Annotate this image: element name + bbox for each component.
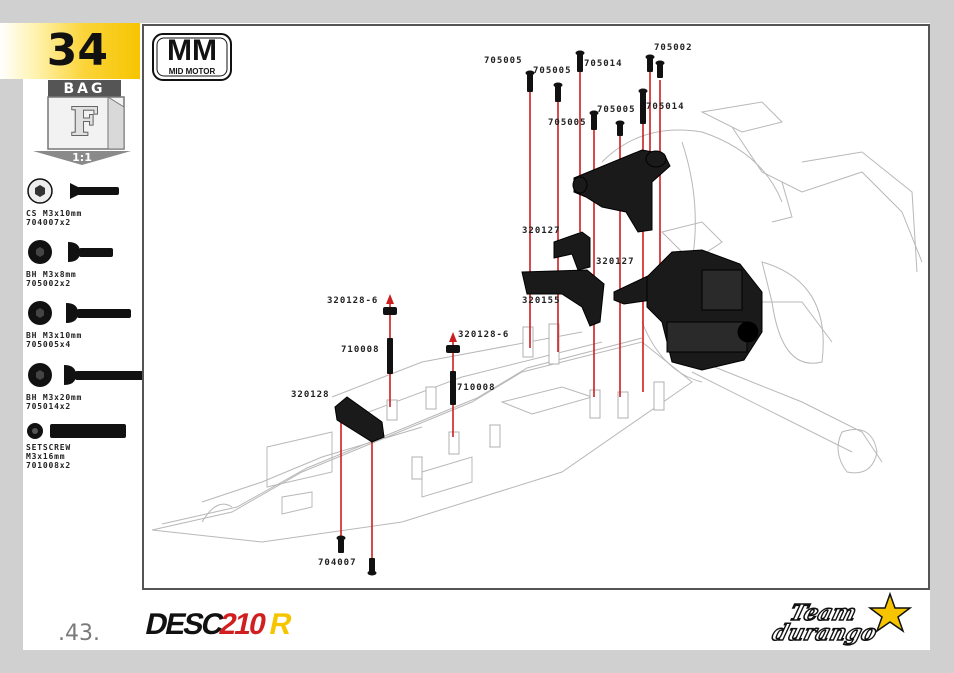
button-head-screw-icon [28,240,113,264]
scale-label: 1:1 [72,151,92,164]
setscrews-and-nuts [383,307,460,405]
callout-label: 320127 [522,226,561,236]
button-head-screw-icon [28,301,131,325]
callout-label: 704007 [318,558,357,568]
svg-text:durango: durango [770,620,880,646]
callout-label: 320155 [522,296,561,306]
callout-label: 320128 [291,390,330,400]
badge-subtitle: MID MOTOR [168,67,216,76]
part-code: 705005x4 [26,340,71,349]
part-code: 701008x2 [26,461,71,470]
callout-label: 705005 [548,118,587,128]
part-code: 705002x2 [26,279,71,288]
chassis-linework [151,101,923,543]
callout-label: 705005 [533,66,572,76]
callout-label: 710008 [457,383,496,393]
part-item: BH M3x8mm 705002x2 [26,238,121,288]
svg-text:Team: Team [787,600,859,626]
team-durango-logo: Team durango [769,591,913,647]
part-item: SETSCREW M3x16mm 701008x2 [26,421,131,470]
part-name: BH M3x10mm [26,331,83,340]
assembly-diagram-frame [142,24,930,590]
part-code: 705014x2 [26,402,71,411]
callout-label: 705002 [654,43,693,53]
bag-letter: F [70,99,98,144]
callout-label: 705014 [646,102,685,112]
plastic-parts [334,149,763,443]
callout-label: 705005 [597,105,636,115]
bag-label: BAG [48,80,121,98]
svg-text:DESC: DESC [143,608,227,641]
mid-motor-badge [152,33,232,81]
part-item: BH M3x20mm 705014x2 [26,361,166,411]
callout-label: 705014 [584,59,623,69]
screws [336,50,665,576]
bag-icon [47,96,125,150]
part-name: SETSCREW M3x16mm [26,443,71,461]
callout-label: 320128-6 [327,296,379,306]
svg-text:210: 210 [217,608,269,641]
scale-arrow-icon [33,151,131,165]
arrow-heads [386,294,457,342]
step-number: 34 [0,23,140,79]
alignment-lines [340,72,661,560]
callout-label: 320128-6 [458,330,510,340]
setscrew-icon [27,423,126,439]
part-name: BH M3x8mm [26,270,77,279]
page-number: .43. [58,621,100,646]
callout-label: 710008 [341,345,380,355]
badge-title: MM [167,34,217,67]
countersunk-screw-icon [27,178,119,204]
button-head-screw-icon [28,363,162,387]
part-name: BH M3x20mm [26,393,83,402]
chassis-posts [386,323,665,480]
callout-label: 705005 [484,56,523,66]
part-item: CS M3x10mm 704007x2 [26,177,121,227]
part-name: CS M3x10mm [26,209,83,218]
assembly-diagram [151,50,923,576]
part-item: BH M3x10mm 705005x4 [26,299,136,349]
part-code: 704007x2 [26,218,71,227]
desc210r-logo: DESC 210 R [143,608,296,641]
callout-label: 320127 [596,257,635,267]
